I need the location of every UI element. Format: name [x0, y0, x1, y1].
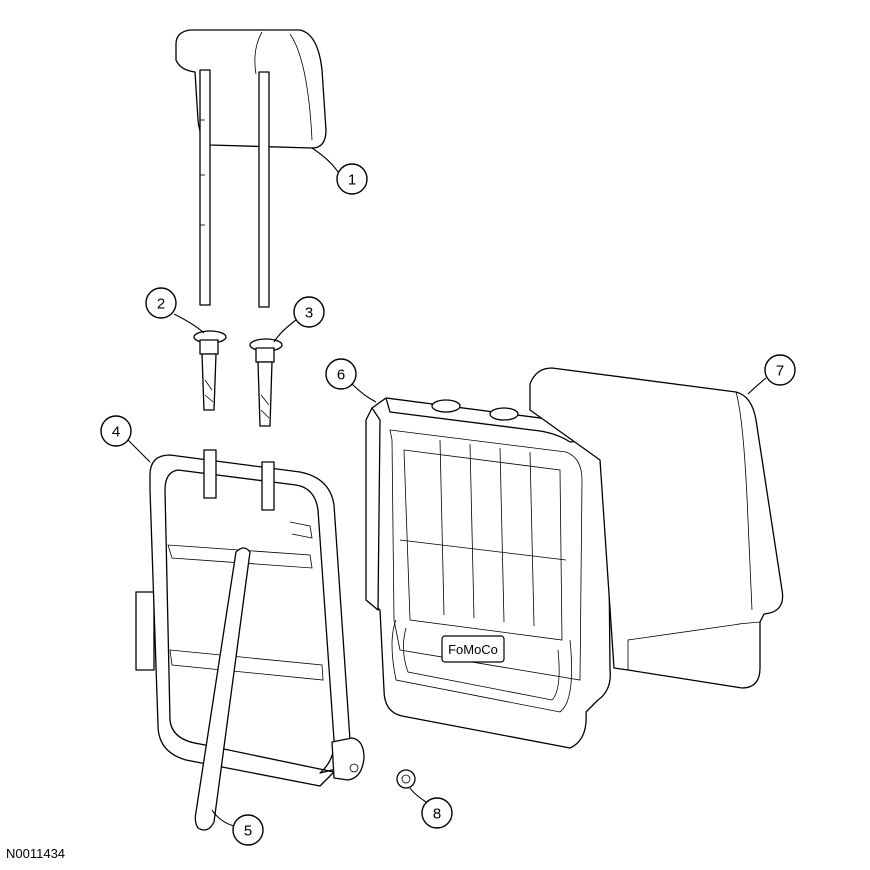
fomoco-logo: FoMoCo — [448, 642, 498, 657]
callout-7: 7 — [747, 354, 796, 395]
svg-text:1: 1 — [348, 172, 356, 189]
callout-3: 3 — [273, 296, 325, 343]
callout-1: 1 — [311, 147, 368, 195]
retaining-clip — [396, 769, 416, 789]
support-rod — [194, 547, 251, 831]
callout-4: 4 — [100, 415, 151, 463]
fomoco-logo-box — [441, 635, 505, 663]
svg-text:6: 6 — [337, 367, 345, 384]
callout-8: 8 — [409, 787, 453, 829]
figure-id-label: N0011434 — [6, 846, 66, 861]
callout-5: 5 — [211, 809, 264, 846]
seat-back-panel: FoMoCo — [365, 397, 611, 749]
head-restraint — [175, 29, 327, 308]
callout-6: 6 — [325, 358, 377, 403]
svg-text:8: 8 — [433, 806, 441, 823]
seat-back-cover — [529, 367, 784, 689]
svg-text:2: 2 — [157, 296, 165, 313]
svg-text:5: 5 — [244, 823, 252, 840]
callout-2: 2 — [145, 287, 205, 334]
seat-back-frame — [135, 449, 365, 787]
svg-text:7: 7 — [776, 363, 784, 380]
svg-text:3: 3 — [305, 305, 313, 322]
guide-sleeve-right — [249, 338, 283, 427]
svg-text:4: 4 — [112, 424, 120, 441]
guide-sleeve-left — [193, 330, 227, 411]
